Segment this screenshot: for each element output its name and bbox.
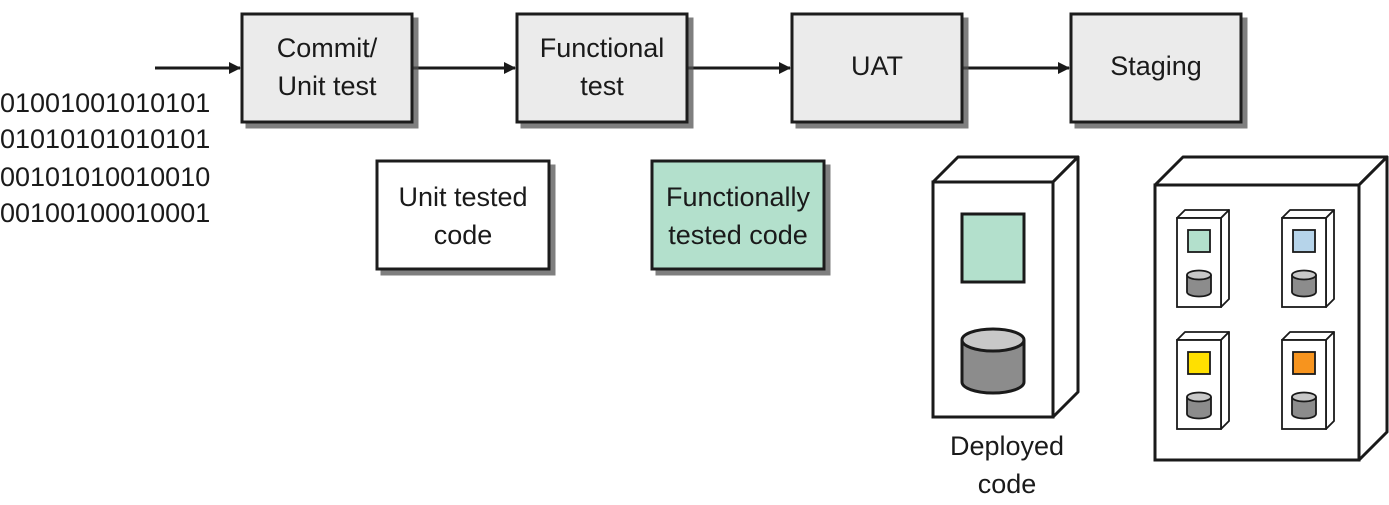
mini-component-icon [1187,229,1211,253]
artifact-label: tested code [668,220,808,250]
stage-label: UAT [851,51,903,81]
stage-label: Unit test [277,71,377,101]
staging-side-face [1357,155,1389,462]
binary-line: 01010101010101 [0,124,210,154]
mini-component-icon [1187,351,1211,375]
mini-database-top [1186,269,1212,281]
mini-server-grid [1176,209,1335,430]
binary-line: 01001001010101 [0,88,210,118]
binary-input: 01001001010101 01010101010101 0010101001… [0,88,210,228]
artifact-functionally-tested-code: Functionally tested code [650,159,826,271]
deployed-component-icon [960,212,1026,284]
database-cylinder-icon [960,327,1026,395]
mini-database-icon [1291,397,1317,420]
artifact-label: Unit tested [398,182,527,212]
artifact-label: Functionally [666,182,811,212]
stage-functional-test: Functional test [515,12,689,124]
mini-server [1281,331,1335,430]
stage-label: Commit/ [277,33,378,63]
binary-line: 00101010010010 [0,162,210,192]
mini-component-icon [1292,229,1316,253]
artifact-unit-tested-code: Unit tested code [375,159,551,271]
staging-environment [1153,155,1389,462]
mini-server-side [1220,331,1230,430]
stage-uat: UAT [790,12,964,124]
binary-line: 00100100010001 [0,198,210,228]
mini-server-side [1325,331,1335,430]
stage-commit-unit-test: Commit/ Unit test [240,12,414,124]
mini-database-top [1291,391,1317,403]
stage-label: Staging [1110,51,1202,81]
mini-database-icon [1186,275,1212,298]
mini-database-top [1291,269,1317,281]
mini-component-icon [1292,351,1316,375]
mini-server-side [1220,209,1230,308]
mini-database-icon [1291,275,1317,298]
mini-database-icon [1186,397,1212,420]
mini-database-top [1186,391,1212,403]
mini-server [1176,331,1230,430]
stage-label: test [580,71,624,101]
deployed-label: Deployed [950,431,1064,461]
mini-server [1176,209,1230,308]
mini-server [1281,209,1335,308]
artifact-label: code [434,220,493,250]
stage-staging: Staging [1069,12,1243,124]
deployed-code-server: Deployed code [931,155,1080,499]
deployed-label: code [978,469,1037,499]
staging-top-face [1153,155,1389,187]
stage-label: Functional [540,33,665,63]
mini-server-side [1325,209,1335,308]
server-side-face [1051,155,1080,419]
